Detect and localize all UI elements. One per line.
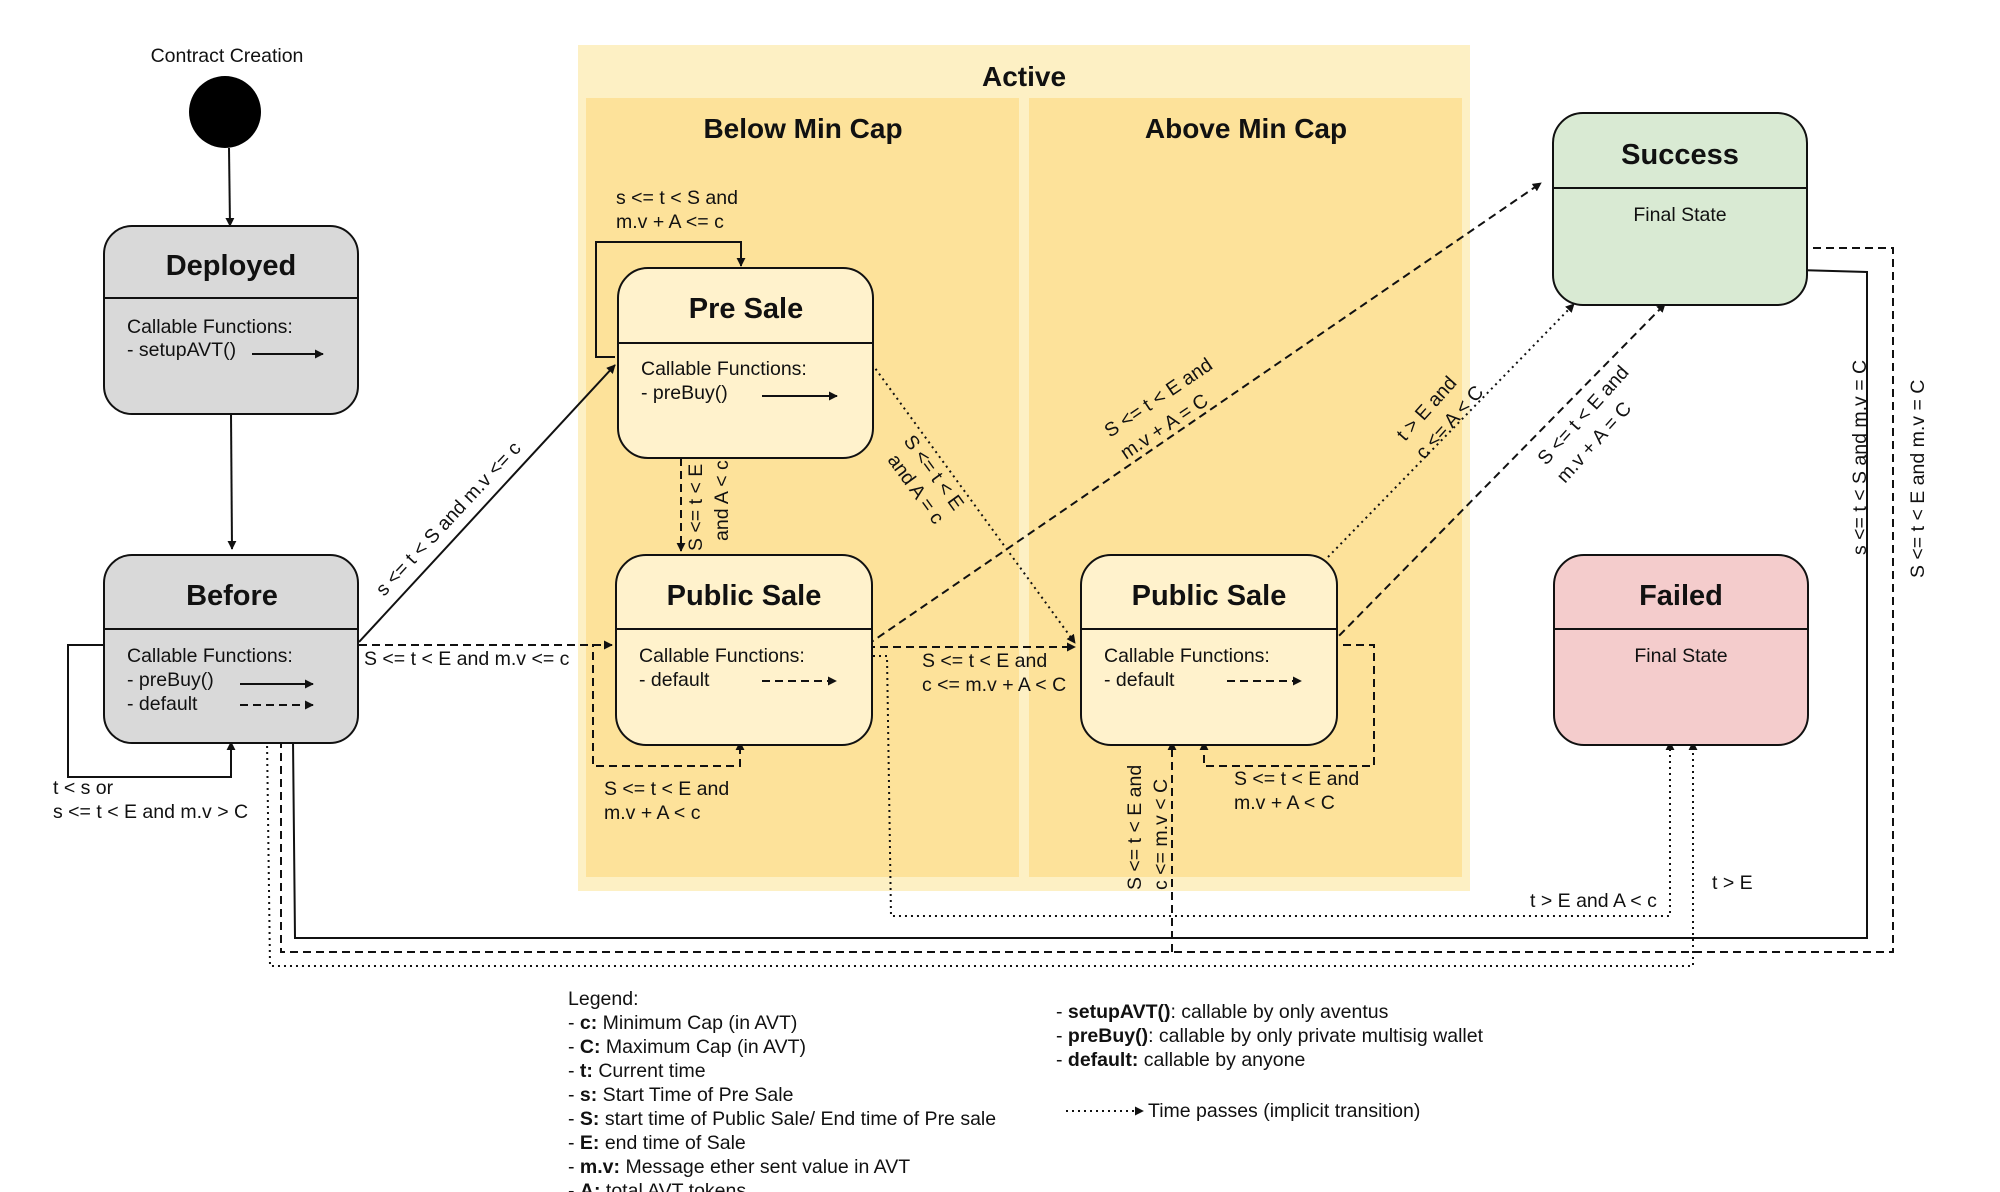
legend-item-4: - s: Start Time of Pre Sale [568, 1084, 793, 1106]
state-public-sale-below-title: Public Sale [667, 580, 822, 612]
label-public2-bottom-1: S <= t < E and [1124, 765, 1146, 890]
legend-item-6: - E: end time of Sale [568, 1132, 746, 1154]
transitions [67, 147, 1894, 967]
legend-function-3: - default: callable by anyone [1056, 1049, 1305, 1071]
label-before-self-1: t < s or [53, 777, 114, 799]
label-public1-self-1: S <= t < E and [604, 778, 729, 800]
state-public-sale-below-line-1: - default [639, 669, 710, 691]
label-public1-self-2: m.v + A < c [604, 802, 701, 824]
legend-item-2: - C: Maximum Cap (in AVT) [568, 1036, 806, 1058]
legend-function-2: - preBuy(): callable by only private mul… [1056, 1025, 1484, 1047]
label-before-to-success-b: S <= t < E and m.v = C [1907, 380, 1929, 578]
contract-creation-label: Contract Creation [151, 45, 304, 67]
arrow-before-to-success-dashed [280, 243, 1894, 953]
label-before-self-2: s <= t < E and m.v > C [53, 801, 248, 823]
arrow-before-to-success-solid [292, 265, 1868, 939]
arrow-public2-to-success-b [1329, 303, 1666, 646]
state-failed: Failed Final State [1553, 554, 1809, 746]
label-presale-to-public1-2: and A < c [711, 460, 733, 541]
label-public2-self-1: S <= t < E and [1234, 768, 1359, 790]
state-public-sale-above-line-1: - default [1104, 669, 1175, 691]
legend-item-7: - m.v: Message ether sent value in AVT [568, 1156, 910, 1178]
label-to-failed-b: t > E [1712, 872, 1753, 894]
arrow-before-self [67, 644, 236, 778]
state-pre-sale-title: Pre Sale [689, 293, 803, 325]
arrow-presale-self [595, 241, 746, 358]
label-before-to-presale: s <= t < S and m.v <= c [372, 437, 526, 600]
label-presale-self-1: s <= t < S and [616, 187, 738, 209]
state-public-sale-below-heading: Callable Functions: [639, 645, 805, 667]
legend-items: - c: Minimum Cap (in AVT)- C: Maximum Ca… [568, 1012, 996, 1192]
state-before-line-2: - default [127, 693, 198, 715]
initial-node [189, 76, 261, 148]
arrow-public1-to-success [866, 182, 1542, 646]
legend-time-passes: Time passes (implicit transition) [1148, 1100, 1420, 1122]
state-before-heading: Callable Functions: [127, 645, 293, 667]
state-deployed-heading: Callable Functions: [127, 316, 293, 338]
label-presale-self-2: m.v + A <= c [616, 211, 724, 233]
state-before: Before Callable Functions: - preBuy() - … [103, 554, 359, 744]
transition-labels: s <= t < S and m.v + A <= c t < s or s <… [53, 187, 1929, 912]
state-pre-sale-heading: Callable Functions: [641, 358, 807, 380]
state-public-sale-above-heading: Callable Functions: [1104, 645, 1270, 667]
label-public2-self-2: m.v + A < C [1234, 792, 1335, 814]
state-pre-sale: Pre Sale Callable Functions: - preBuy() [617, 267, 874, 459]
legend-heading: Legend: [568, 988, 639, 1010]
legend-item-5: - S: start time of Public Sale/ End time… [568, 1108, 996, 1130]
arrow-before-to-presale [358, 364, 616, 643]
arrow-before-to-failed [266, 739, 1698, 967]
active-region-title: Active [982, 61, 1066, 92]
state-pre-sale-line-1: - preBuy() [641, 382, 728, 404]
state-failed-body: Final State [1634, 645, 1727, 667]
state-deployed-line-1: - setupAVT() [127, 339, 236, 361]
legend-item-3: - t: Current time [568, 1060, 706, 1082]
label-public1-to-public2-2: c <= m.v + A < C [922, 674, 1066, 696]
legend-item-8: - A: total AVT tokens [568, 1180, 746, 1192]
state-before-title: Before [186, 580, 278, 612]
arrow-public1-to-failed [867, 655, 1675, 917]
state-success-body: Final State [1633, 204, 1726, 226]
state-deployed-title: Deployed [166, 250, 297, 282]
below-min-cap-title: Below Min Cap [703, 113, 902, 144]
legend-item-1: - c: Minimum Cap (in AVT) [568, 1012, 797, 1034]
state-public-sale-above-title: Public Sale [1132, 580, 1287, 612]
label-public1-to-public2-1: S <= t < E and [922, 650, 1047, 672]
state-failed-title: Failed [1639, 580, 1723, 612]
label-public2-bottom-2: c <= m.v < C [1150, 779, 1172, 890]
label-presale-to-public1-1: S <= t < E [685, 464, 707, 551]
label-to-failed-a: t > E and A < c [1530, 890, 1657, 912]
arrow-public2-self [1199, 644, 1375, 767]
state-before-line-1: - preBuy() [127, 669, 214, 691]
state-success-title: Success [1621, 139, 1739, 171]
state-deployed: Deployed Callable Functions: - setupAVT(… [103, 225, 359, 415]
state-public-sale-below: Public Sale Callable Functions: - defaul… [615, 554, 873, 746]
legend: Legend: - c: Minimum Cap (in AVT)- C: Ma… [568, 988, 1484, 1192]
arrow-initial-to-deployed [225, 147, 235, 227]
label-before-to-public: S <= t < E and m.v <= c [364, 648, 570, 670]
legend-function-1: - setupAVT(): callable by only aventus [1056, 1001, 1389, 1023]
legend-functions: - setupAVT(): callable by only aventus- … [1056, 1001, 1484, 1071]
arrow-deployed-to-before [227, 412, 237, 550]
state-public-sale-above: Public Sale Callable Functions: - defaul… [1080, 554, 1338, 746]
above-min-cap-title: Above Min Cap [1145, 113, 1347, 144]
state-success: Success Final State [1552, 112, 1808, 306]
below-min-cap-region: Below Min Cap [586, 98, 1019, 877]
label-before-to-success-a: s <= t < S and m.v = C [1849, 360, 1871, 555]
above-min-cap-region: Above Min Cap [1029, 98, 1462, 877]
arrow-public2-to-success-a [1327, 303, 1575, 558]
